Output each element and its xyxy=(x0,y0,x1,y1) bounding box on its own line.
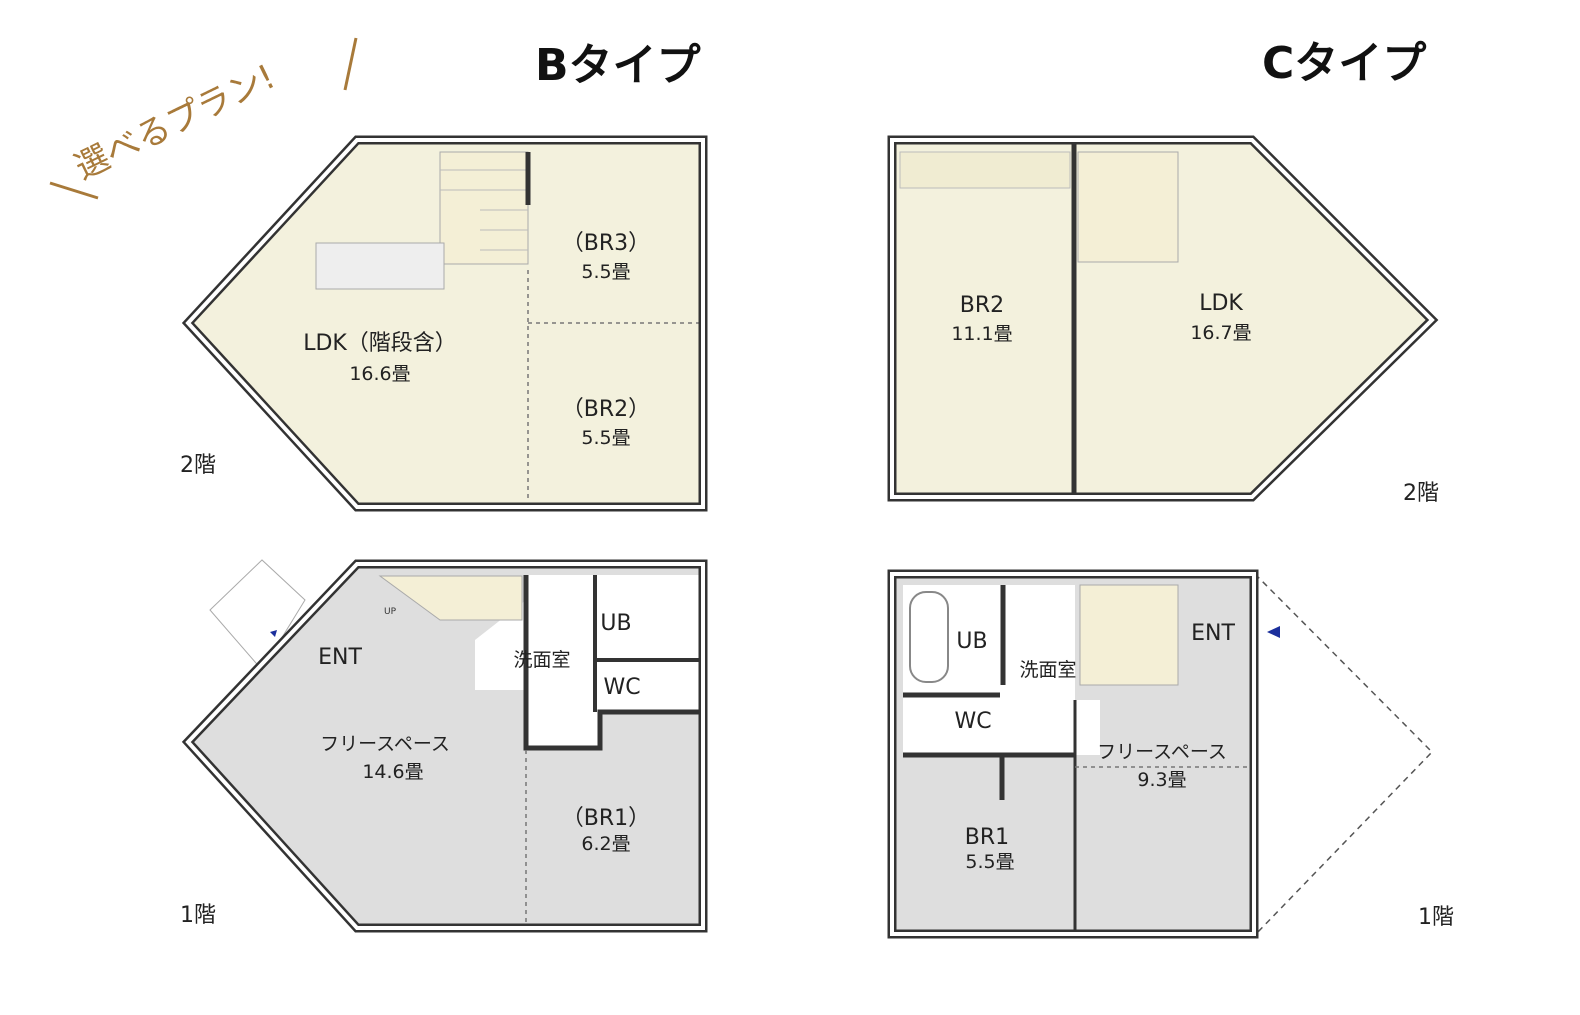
floor-label: 1階 xyxy=(1418,905,1454,930)
plan-c-floor-1: UB 洗面室 ENT WC フリースペース 9.3畳 BR1 5.5畳 1階 xyxy=(887,569,1454,939)
plan-c-floor-2: BR2 11.1畳 LDK 16.7畳 2階 xyxy=(887,135,1439,506)
staircase xyxy=(378,575,523,621)
plan-b-floor-1: UP ENT UB 洗面室 WC フリースペース 14.6畳 （BR1） 6.2… xyxy=(180,559,708,933)
room-name: LDK xyxy=(1199,291,1243,316)
room-name: UB xyxy=(600,611,631,636)
room-area: 16.6畳 xyxy=(349,363,410,385)
closet xyxy=(899,151,1071,189)
room-name: フリースペース xyxy=(320,733,450,755)
floor-label: 2階 xyxy=(1403,481,1439,506)
room-name: （BR2） xyxy=(562,397,650,422)
room-area: 14.6畳 xyxy=(362,761,423,783)
room-name: （BR3） xyxy=(562,231,650,256)
room-area: 16.7畳 xyxy=(1190,322,1251,344)
plan-b-floor-2: LDK（階段含） 16.6畳 （BR3） 5.5畳 （BR2） 5.5畳 2階 xyxy=(180,135,708,512)
room-area: 6.2畳 xyxy=(581,833,630,855)
room-area: 9.3畳 xyxy=(1137,769,1186,791)
floor-label: 2階 xyxy=(180,453,216,478)
room-name: BR1 xyxy=(965,825,1009,850)
room-name: WC xyxy=(603,675,640,700)
room-name: ENT xyxy=(1191,621,1235,646)
room-name: 洗面室 xyxy=(1019,659,1076,681)
room-name: UB xyxy=(956,629,987,654)
room-area: 5.5畳 xyxy=(965,851,1014,873)
room-name: 洗面室 xyxy=(513,649,570,671)
wet-area xyxy=(475,575,703,748)
stair-up-label: UP xyxy=(384,607,397,617)
room-area: 5.5畳 xyxy=(581,261,630,283)
floor-area xyxy=(188,140,703,507)
staircase xyxy=(439,151,529,265)
room-area: 11.1畳 xyxy=(951,323,1012,345)
room-name: （BR1） xyxy=(562,806,650,831)
plan-b-title: Bタイプ xyxy=(535,40,701,91)
room-name: ENT xyxy=(318,645,362,670)
entrance-marker-icon xyxy=(1267,626,1280,638)
plan-c-title: Cタイプ xyxy=(1262,38,1426,89)
floor-area xyxy=(892,140,1432,497)
room-name: WC xyxy=(954,709,991,734)
staircase xyxy=(1079,584,1179,686)
room-name: LDK（階段含） xyxy=(303,331,457,356)
catchphrase-text: 選べるプラン! xyxy=(68,57,281,188)
catchphrase: 選べるプラン! xyxy=(49,37,358,200)
staircase xyxy=(1077,151,1179,263)
site-boundary xyxy=(1254,572,1434,937)
kitchen-island xyxy=(315,242,445,290)
room-name: BR2 xyxy=(960,293,1004,318)
entrance-porch xyxy=(209,559,306,671)
catchphrase-left-stroke xyxy=(49,181,99,200)
floor-label: 1階 xyxy=(180,903,216,928)
room-name: フリースペース xyxy=(1097,741,1227,763)
bathtub xyxy=(909,591,949,683)
entrance-marker-icon xyxy=(270,630,277,637)
room-area: 5.5畳 xyxy=(581,427,630,449)
catchphrase-right-stroke xyxy=(343,37,358,91)
